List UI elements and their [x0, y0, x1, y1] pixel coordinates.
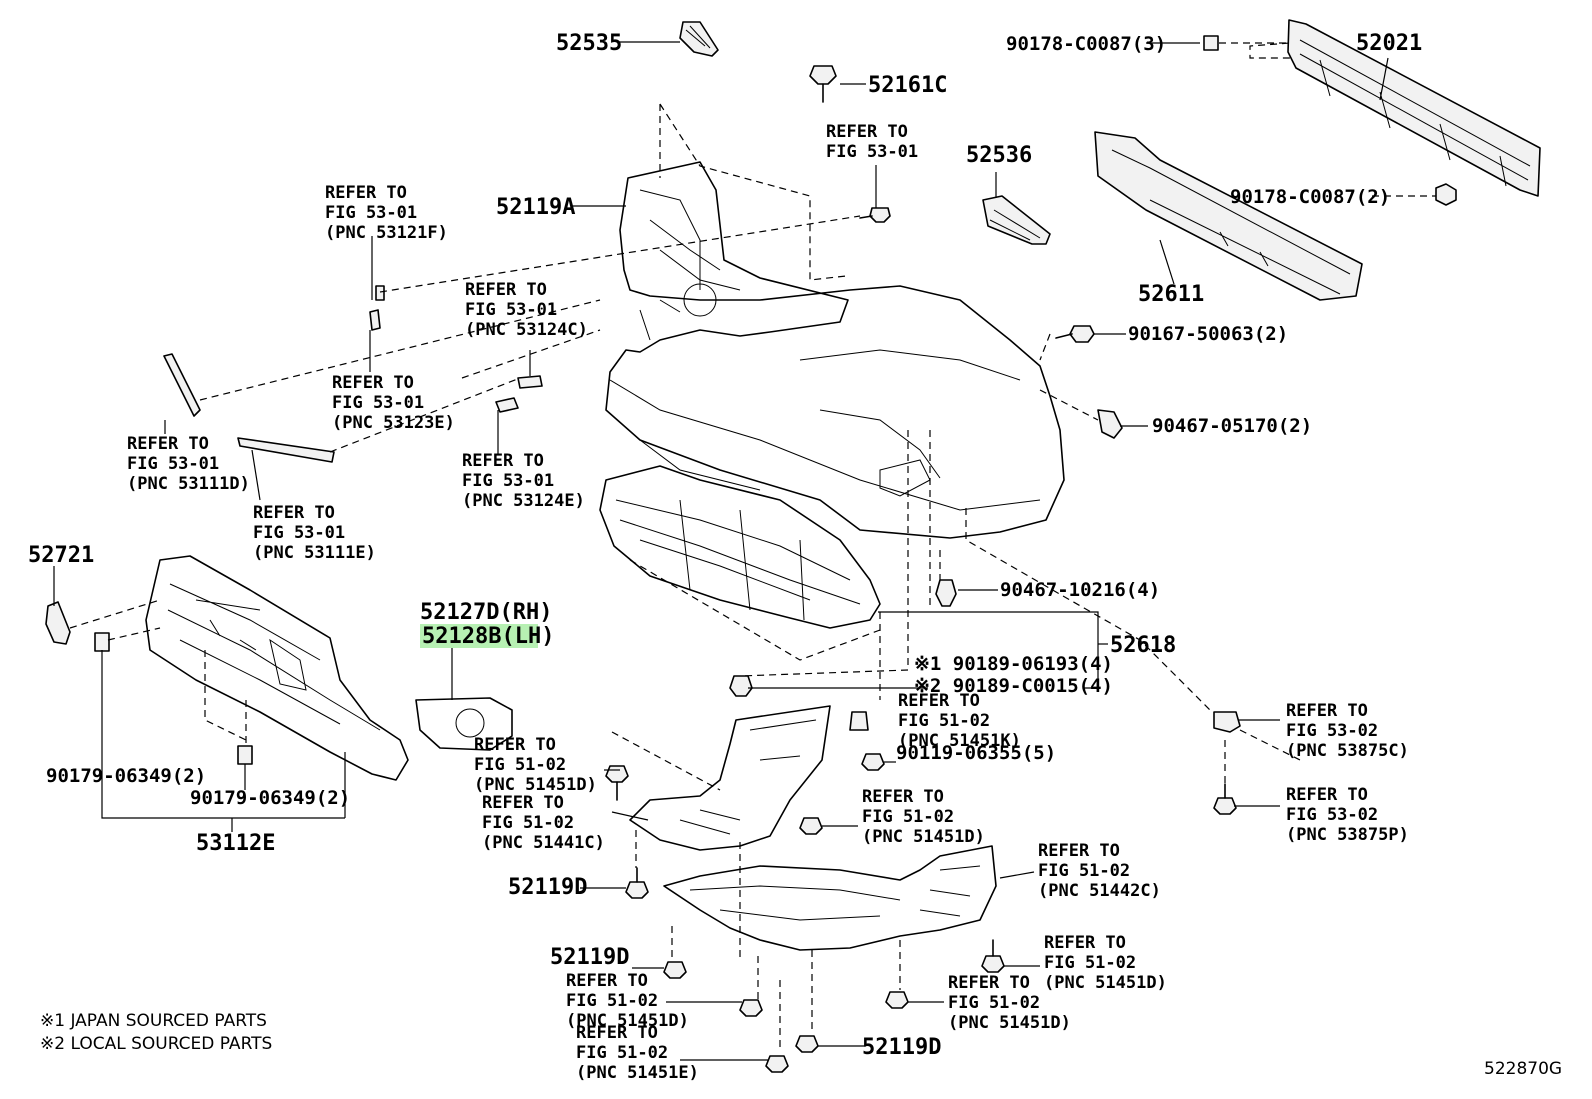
part-52535-shape[interactable] [679, 21, 719, 57]
clip-51451K[interactable] [849, 711, 869, 731]
molding-53111E[interactable] [237, 437, 335, 463]
label-52611[interactable]: 52611 [1138, 282, 1204, 307]
cover-51442C[interactable] [663, 845, 997, 951]
part-52021-shape[interactable] [1287, 19, 1541, 197]
label-90167[interactable]: 90167-50063(2) [1128, 323, 1288, 345]
highlight-52128B [420, 624, 538, 648]
bolt-51451D-c[interactable] [981, 939, 1005, 973]
bolt-53-01-top[interactable] [859, 207, 891, 223]
label-52127D[interactable]: 52127D(RH) [420, 600, 552, 625]
part-52611-shape[interactable] [1094, 131, 1363, 301]
part-labels: 52535 52161C 90178-C0087(3) 52021 52536 … [28, 31, 1562, 1079]
part-52618-under-cover[interactable] [599, 465, 881, 629]
bolt-53875P[interactable] [1213, 783, 1237, 815]
label-90467-05170[interactable]: 90467-05170(2) [1152, 415, 1312, 437]
bolt-51451D-d[interactable] [739, 999, 763, 1017]
clip-53124E[interactable] [495, 397, 519, 413]
label-52119D-c[interactable]: 52119D [862, 1035, 941, 1060]
footnotes: ※1 JAPAN SOURCED PARTS ※2 LOCAL SOURCED … [40, 1011, 272, 1054]
label-52721[interactable]: 52721 [28, 543, 94, 568]
nut-90178-right[interactable] [1435, 183, 1457, 206]
label-90178-2[interactable]: 90178-C0087(2) [1230, 186, 1390, 208]
bolt-51451D-b[interactable] [799, 817, 823, 835]
label-90189-C0015[interactable]: ※2 90189-C0015(4) [914, 675, 1113, 697]
part-52161C-shape[interactable] [809, 65, 837, 103]
bolt-51451D-e[interactable] [885, 991, 909, 1009]
part-52721-shape[interactable] [45, 601, 71, 645]
note-japan-sourced: ※1 JAPAN SOURCED PARTS [40, 1011, 267, 1031]
bolt-90167[interactable] [1055, 325, 1095, 343]
label-53112E[interactable]: 53112E [196, 831, 275, 856]
assembly-lines [69, 42, 1436, 1052]
figure-code: 522870G [1484, 1059, 1562, 1079]
bolt-51451E[interactable] [765, 1055, 789, 1073]
clip-53124C[interactable] [517, 375, 543, 389]
nut-90178-top[interactable] [1203, 35, 1219, 51]
label-90189-06193[interactable]: ※1 90189-06193(4) [914, 653, 1113, 675]
label-90119[interactable]: 90119-06355(5) [896, 742, 1056, 764]
label-52128B[interactable]: 52128B(LH) [422, 624, 554, 649]
clip-90467-05170[interactable] [1097, 409, 1123, 439]
clip-53121F[interactable] [369, 285, 385, 331]
label-52119A[interactable]: 52119A [496, 195, 575, 220]
label-90179-b[interactable]: 90179-06349(2) [190, 787, 350, 809]
clip-53875C[interactable] [1213, 711, 1241, 733]
note-local-sourced: ※2 LOCAL SOURCED PARTS [40, 1034, 272, 1054]
bolt-90119[interactable] [861, 753, 885, 771]
molding-53111D[interactable] [163, 353, 201, 417]
label-52161C[interactable]: 52161C [868, 73, 947, 98]
part-52119A-bumper-cover[interactable] [605, 161, 1065, 539]
clip-90179-left[interactable] [94, 632, 110, 652]
bolt-52119D-c[interactable] [795, 1035, 819, 1053]
part-53112E-lower-grille[interactable] [145, 555, 409, 781]
clip-90467-10216[interactable] [935, 579, 957, 607]
label-90467-10216[interactable]: 90467-10216(4) [1000, 579, 1160, 601]
label-52119D-a[interactable]: 52119D [508, 875, 587, 900]
bolt-52119D-a[interactable] [625, 867, 649, 899]
bolt-52119D-b[interactable] [663, 961, 687, 979]
shield-51441C[interactable] [629, 705, 831, 851]
clip-90179-right[interactable] [237, 745, 253, 765]
label-52021[interactable]: 52021 [1356, 31, 1422, 56]
label-52119D-b[interactable]: 52119D [550, 945, 629, 970]
label-90178-3[interactable]: 90178-C0087(3) [1006, 33, 1166, 55]
part-52128B-fog-cover[interactable] [415, 697, 513, 751]
leader-lines [53, 41, 1389, 1061]
label-52535[interactable]: 52535 [556, 31, 622, 56]
label-52618[interactable]: 52618 [1110, 633, 1176, 658]
label-90179-a[interactable]: 90179-06349(2) [46, 765, 206, 787]
part-52536-shape[interactable] [982, 195, 1051, 245]
bolt-51451D-a[interactable] [605, 765, 629, 801]
label-52536[interactable]: 52536 [966, 143, 1032, 168]
nut-90189[interactable] [729, 675, 753, 697]
